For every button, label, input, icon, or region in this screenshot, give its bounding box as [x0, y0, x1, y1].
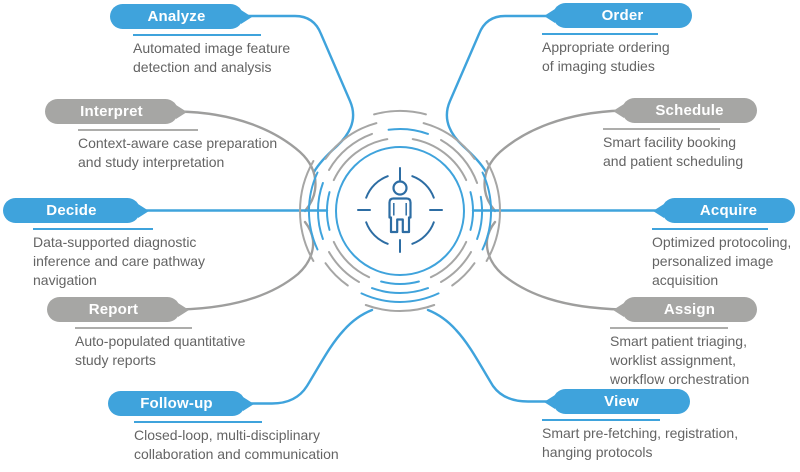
item-schedule: Schedule Smart facility booking and pati…	[603, 98, 793, 171]
pill-acquire-label: Acquire	[699, 202, 758, 219]
underline-interpret	[78, 129, 198, 131]
connector-assign	[485, 220, 624, 311]
item-report: Report Auto-populated quantitative study…	[47, 297, 277, 370]
pill-assign: Assign	[613, 297, 757, 322]
desc-follow-up: Closed-loop, multi-disciplinary collabor…	[134, 427, 339, 462]
desc-interpret: Context-aware case preparation and study…	[78, 135, 278, 170]
underline-follow-up	[134, 421, 262, 423]
pill-decide: Decide	[3, 198, 149, 223]
connector-analyze	[241, 14, 355, 174]
pill-assign-label: Assign	[663, 301, 716, 318]
person-target-icon	[388, 180, 412, 234]
desc-analyze: Automated image feature detection and an…	[133, 40, 291, 75]
connector-interpret	[176, 110, 317, 213]
desc-order: Appropriate ordering of imaging studies	[542, 39, 670, 74]
pill-schedule: Schedule	[613, 98, 757, 123]
underline-schedule	[603, 128, 720, 130]
pill-interpret: Interpret	[45, 99, 187, 124]
crosshair-icon	[357, 167, 443, 253]
pill-analyze-label: Analyze	[147, 8, 206, 25]
connector-lines	[138, 14, 664, 405]
item-acquire: Acquire Optimized protocoling, personali…	[652, 198, 798, 290]
pill-follow-up-label: Follow-up	[140, 395, 213, 412]
item-decide: Decide Data-supported diagnostic inferen…	[3, 198, 233, 290]
pill-report: Report	[47, 297, 189, 322]
desc-report: Auto-populated quantitative study report…	[75, 333, 246, 368]
item-assign: Assign Smart patient triaging, worklist …	[610, 297, 795, 389]
item-follow-up: Follow-up Closed-loop, multi-disciplinar…	[108, 391, 358, 464]
pill-schedule-label: Schedule	[655, 102, 724, 119]
pill-follow-up: Follow-up	[108, 391, 254, 416]
item-interpret: Interpret Context-aware case preparation…	[45, 99, 285, 172]
underline-order	[542, 33, 658, 35]
item-order: Order Appropriate ordering of imaging st…	[542, 3, 772, 76]
connector-view	[426, 308, 555, 403]
underline-decide	[33, 228, 153, 230]
underline-view	[542, 419, 660, 421]
underline-assign	[610, 327, 728, 329]
desc-schedule: Smart facility booking and patient sched…	[603, 134, 744, 169]
desc-decide: Data-supported diagnostic inference and …	[33, 234, 205, 288]
pill-analyze: Analyze	[110, 4, 252, 29]
pill-acquire: Acquire	[653, 198, 795, 223]
pill-view: View	[544, 389, 690, 414]
pill-order-label: Order	[601, 7, 644, 24]
pill-decide-label: Decide	[46, 202, 97, 219]
connector-schedule	[483, 109, 624, 213]
item-view: View Smart pre-fetching, registration, h…	[542, 389, 792, 462]
pill-order: Order	[544, 3, 692, 28]
connector-follow-up	[243, 308, 374, 405]
connector-order	[445, 14, 555, 174]
pill-interpret-label: Interpret	[80, 103, 143, 120]
underline-acquire	[652, 228, 768, 230]
pill-view-label: View	[604, 393, 639, 410]
underline-analyze	[133, 34, 261, 36]
underline-report	[75, 327, 192, 329]
desc-acquire: Optimized protocoling, personalized imag…	[652, 234, 792, 288]
concentric-rings	[299, 110, 501, 312]
pill-report-label: Report	[88, 301, 139, 318]
desc-view: Smart pre-fetching, registration, hangin…	[542, 425, 739, 460]
item-analyze: Analyze Automated image feature detectio…	[110, 4, 330, 77]
desc-assign: Smart patient triaging, worklist assignm…	[610, 333, 750, 387]
